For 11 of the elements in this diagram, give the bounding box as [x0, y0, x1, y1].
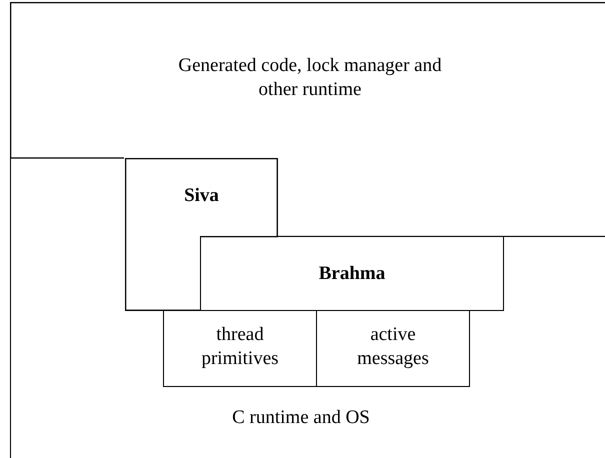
layer-label: Siva: [183, 184, 220, 208]
layer-label: Generated code, lock manager and other runtime: [177, 54, 443, 102]
component-box: [200, 236, 504, 311]
layer-label: C runtime and OS: [231, 406, 371, 430]
layer-label: active messages: [356, 323, 430, 371]
component-box: [316, 310, 470, 387]
component-box: [163, 310, 317, 387]
layer-region: [10, 2, 605, 237]
layer-label: thread primitives: [200, 323, 280, 371]
component-box: [125, 158, 278, 311]
layer-label: Brahma: [318, 262, 386, 286]
